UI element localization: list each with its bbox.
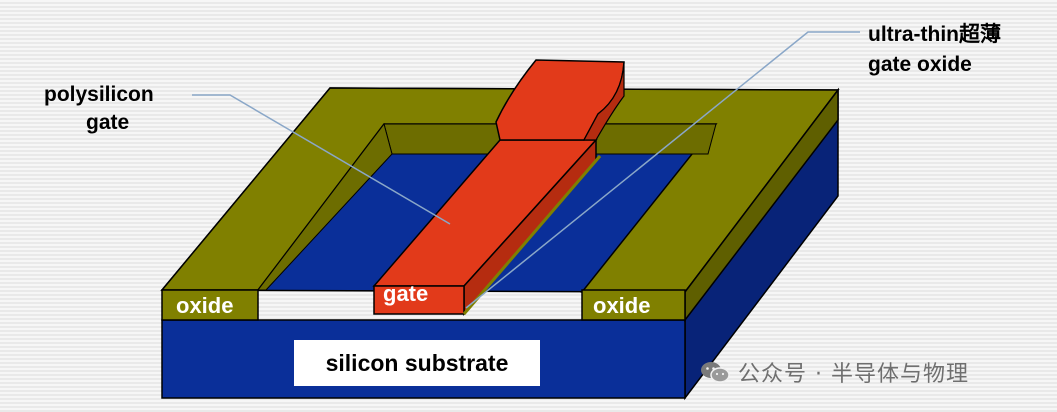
gate-oxide-callout-line <box>465 31 860 309</box>
oxide-right-front-face <box>581 289 686 321</box>
gate-oxide-label-line2: gate oxide <box>868 53 972 77</box>
thin-gate-oxide-line <box>462 155 602 315</box>
gate-oxide-label: ultra-thin超薄 gate oxide <box>868 23 1001 77</box>
polysilicon-gate-label-line1: polysilicon <box>44 83 154 106</box>
silicon-substrate-label: silicon substrate <box>294 340 540 386</box>
polysilicon-callout-line <box>192 94 451 225</box>
gate-raised-side <box>582 61 625 141</box>
polysilicon-gate-label: polysilicon gate <box>44 83 154 135</box>
oxide-left-front-face <box>161 289 259 321</box>
gate-front-face <box>373 285 465 315</box>
oxide-inner-wall-left <box>256 122 393 291</box>
polysilicon-gate-label-line2: gate <box>86 111 130 135</box>
watermark: 公众号 · 半导体与物理 <box>700 356 969 388</box>
wechat-icon <box>701 362 730 383</box>
gate-label: gate <box>383 281 429 306</box>
gate-oxide-label-line1: ultra-thin超薄 <box>868 23 1001 46</box>
oxide-right-label: oxide <box>593 293 651 318</box>
watermark-text: 公众号 · 半导体与物理 <box>738 362 969 387</box>
oxide-left-label: oxide <box>176 293 234 318</box>
